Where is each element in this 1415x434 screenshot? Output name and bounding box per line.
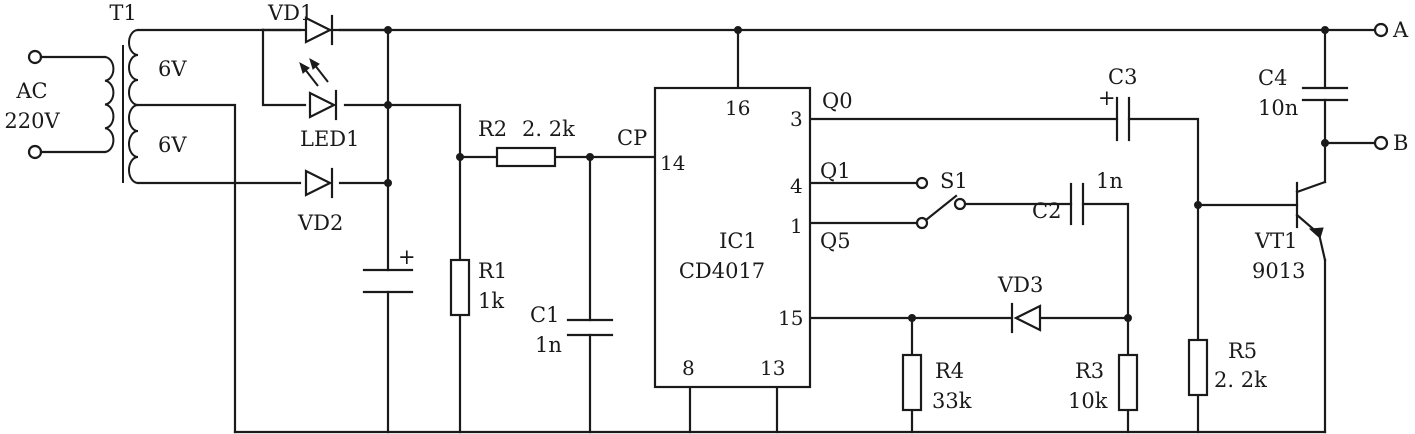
diode-vd3: VD3 [997,273,1043,334]
r3-value: 10k [1068,389,1108,413]
capacitor-c4: C4 10n [1258,66,1349,120]
secondary-coil-lower [128,104,139,184]
s1-contact-q1 [915,176,929,190]
s1-common [953,197,967,211]
transistor-vt1: VT1 9013 [1252,180,1327,283]
lower-winding-label: 6V [158,133,187,157]
ic1-cd4017: IC1 CD4017 16 3 14 4 1 15 8 13 CP Q0 Q1 … [617,86,853,389]
wires [136,28,1377,434]
ic1-part: CD4017 [679,259,765,283]
resistor-r4: R4 33k [901,353,972,413]
upper-winding-label: 6V [158,57,187,81]
pin-16: 16 [725,96,750,120]
pin-3: 3 [790,107,803,131]
terminal-b [1373,135,1389,151]
led1-label: LED1 [300,127,359,151]
r3-ref: R3 [1075,359,1104,383]
transformer-t1: T1 AC 220V 6V 6V [4,1,187,184]
c3-ref: C3 [1108,65,1137,89]
r5-value: 2. 2k [1214,368,1267,392]
q1-label: Q1 [820,159,851,183]
switch-s1: S1 [915,169,968,230]
c1-ref: C1 [530,303,559,327]
secondary-coil-upper [128,29,139,106]
resistor-r1: R1 1k [449,258,507,317]
ac-label: AC [15,79,47,103]
pin-1: 1 [790,214,803,238]
resistor-r3: R3 10k [1068,353,1139,413]
ac-terminal-bottom [27,144,43,160]
ac-voltage-label: 220V [4,109,60,133]
pin-13: 13 [760,356,785,380]
ac-terminal-top [27,49,43,65]
capacitor-c3: + C3 [1098,65,1137,142]
diode-vd2: VD2 [297,167,343,235]
capacitor-c1: C1 1n [530,303,614,357]
resistor-r5: R5 2. 2k [1187,338,1267,397]
q0-label: Q0 [822,89,853,113]
filter-capacitor: + [362,245,416,294]
r2-ref: R2 [478,117,507,141]
q5-label: Q5 [820,229,851,253]
vd3-label: VD3 [997,273,1043,297]
vt1-part: 9013 [1252,259,1305,283]
s1-label: S1 [940,169,968,193]
primary-coil [104,56,115,153]
vd1-label: VD1 [267,1,313,25]
r2-value: 2. 2k [522,117,575,141]
led1: LED1 [299,57,359,151]
c4-value: 10n [1258,96,1298,120]
cp-label: CP [617,126,647,150]
ic1-ref: IC1 [719,229,757,253]
terminal-b-label: B [1393,131,1408,155]
capacitor-c2: C2 1n [1032,169,1123,226]
terminal-a-label: A [1392,18,1409,42]
t1-label: T1 [109,1,136,25]
filter-cap-plus: + [398,245,416,269]
pin-14: 14 [660,151,685,175]
c2-ref: C2 [1032,199,1061,223]
r1-ref: R1 [478,259,507,283]
c3-plus: + [1098,86,1116,110]
s1-contact-q5 [915,216,929,230]
vt1-ref: VT1 [1254,229,1298,253]
pin-8: 8 [682,356,695,380]
r4-value: 33k [932,389,972,413]
pin-4: 4 [790,174,803,198]
c4-ref: C4 [1258,66,1287,90]
vd2-label: VD2 [297,211,343,235]
junction-dots [384,26,1329,322]
terminal-a [1373,22,1389,38]
r4-ref: R4 [935,359,964,383]
c1-value: 1n [535,333,562,357]
r1-value: 1k [478,289,504,313]
resistor-r2: R2 2. 2k [478,117,575,168]
diode-vd1: VD1 [267,1,334,46]
c2-value: 1n [1096,169,1123,193]
output-terminals: A B [1373,18,1409,155]
pin-15: 15 [778,306,803,330]
r5-ref: R5 [1228,339,1257,363]
